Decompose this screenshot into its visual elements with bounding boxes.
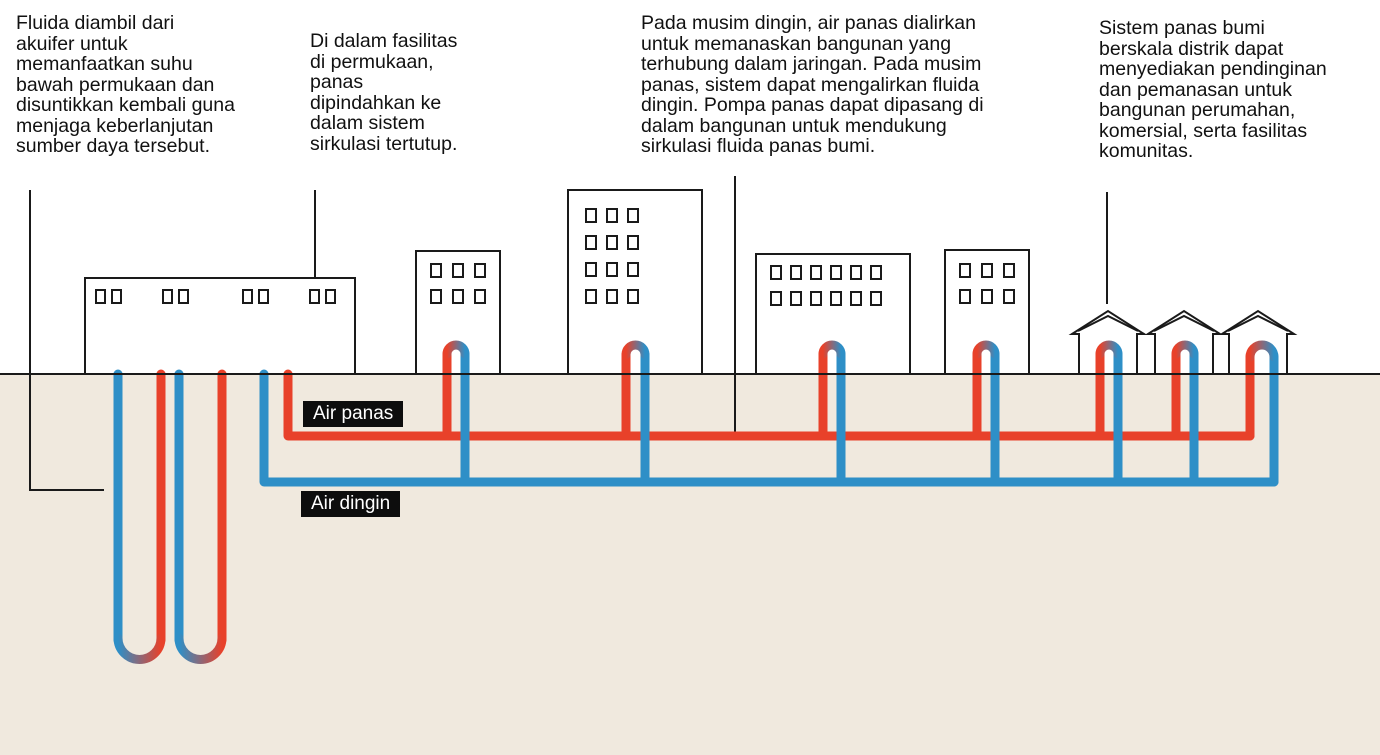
surface-facility	[84, 277, 356, 375]
building-windows	[430, 208, 1015, 306]
window	[981, 289, 993, 304]
building-loops	[442, 340, 1279, 487]
window	[452, 289, 464, 304]
window	[810, 265, 822, 280]
window	[606, 289, 618, 304]
building-3	[755, 253, 911, 375]
window	[850, 265, 862, 280]
window	[606, 262, 618, 277]
window	[830, 265, 842, 280]
window	[111, 289, 122, 304]
leader-lines	[29, 176, 1108, 491]
window	[585, 208, 597, 223]
window	[627, 208, 639, 223]
window	[242, 289, 253, 304]
deep-wells	[113, 369, 227, 664]
window	[790, 291, 802, 306]
window	[627, 289, 639, 304]
facility-windows	[95, 289, 336, 304]
window	[430, 263, 442, 278]
loop-top-1	[442, 340, 470, 359]
window	[474, 289, 486, 304]
window	[178, 289, 189, 304]
loop-top-6	[1171, 340, 1199, 359]
window	[830, 291, 842, 306]
building-4	[944, 249, 1030, 375]
window	[430, 289, 442, 304]
window	[325, 289, 336, 304]
building-1	[415, 250, 501, 375]
window	[959, 289, 971, 304]
window	[870, 265, 882, 280]
window	[309, 289, 320, 304]
annotation-aquifer: Fluida diambil dari akuifer untuk memanf…	[16, 12, 235, 157]
window	[606, 208, 618, 223]
window	[585, 235, 597, 250]
window	[770, 291, 782, 306]
window	[162, 289, 173, 304]
window	[258, 289, 269, 304]
house-roof-trim	[1153, 314, 1215, 332]
window	[1003, 263, 1015, 278]
window	[810, 291, 822, 306]
house-roof-trim	[1227, 314, 1289, 332]
cold-water-main	[259, 369, 1279, 487]
window	[474, 263, 486, 278]
window	[981, 263, 993, 278]
well-bottom-1	[113, 633, 166, 664]
well-bottom-2	[174, 633, 227, 664]
window	[959, 263, 971, 278]
window	[585, 289, 597, 304]
house-roof-trim	[1077, 314, 1139, 332]
window	[1003, 289, 1015, 304]
loop-top-5	[1095, 340, 1123, 359]
hot-water-main	[283, 369, 1255, 441]
window	[627, 262, 639, 277]
window	[585, 262, 597, 277]
window	[850, 291, 862, 306]
loop-top-3	[818, 340, 846, 359]
window	[627, 235, 639, 250]
cold-water-label: Air dingin	[301, 491, 401, 517]
annotation-district: Sistem panas bumi berskala distrik dapat…	[1099, 17, 1327, 162]
window	[770, 265, 782, 280]
annotation-seasons: Pada musim dingin, air panas dialirkan u…	[641, 12, 984, 157]
hot-water-label: Air panas	[303, 401, 404, 427]
leader-aquifer	[29, 190, 104, 491]
window	[870, 291, 882, 306]
loop-top-2	[621, 340, 650, 359]
distribution-pipes	[259, 369, 1279, 487]
window	[452, 263, 464, 278]
window	[95, 289, 106, 304]
window	[606, 235, 618, 250]
loop-top-4	[972, 340, 1000, 359]
annotation-facility: Di dalam fasilitas di permukaan, panas d…	[310, 30, 458, 155]
loop-top-7	[1245, 340, 1279, 362]
window	[790, 265, 802, 280]
